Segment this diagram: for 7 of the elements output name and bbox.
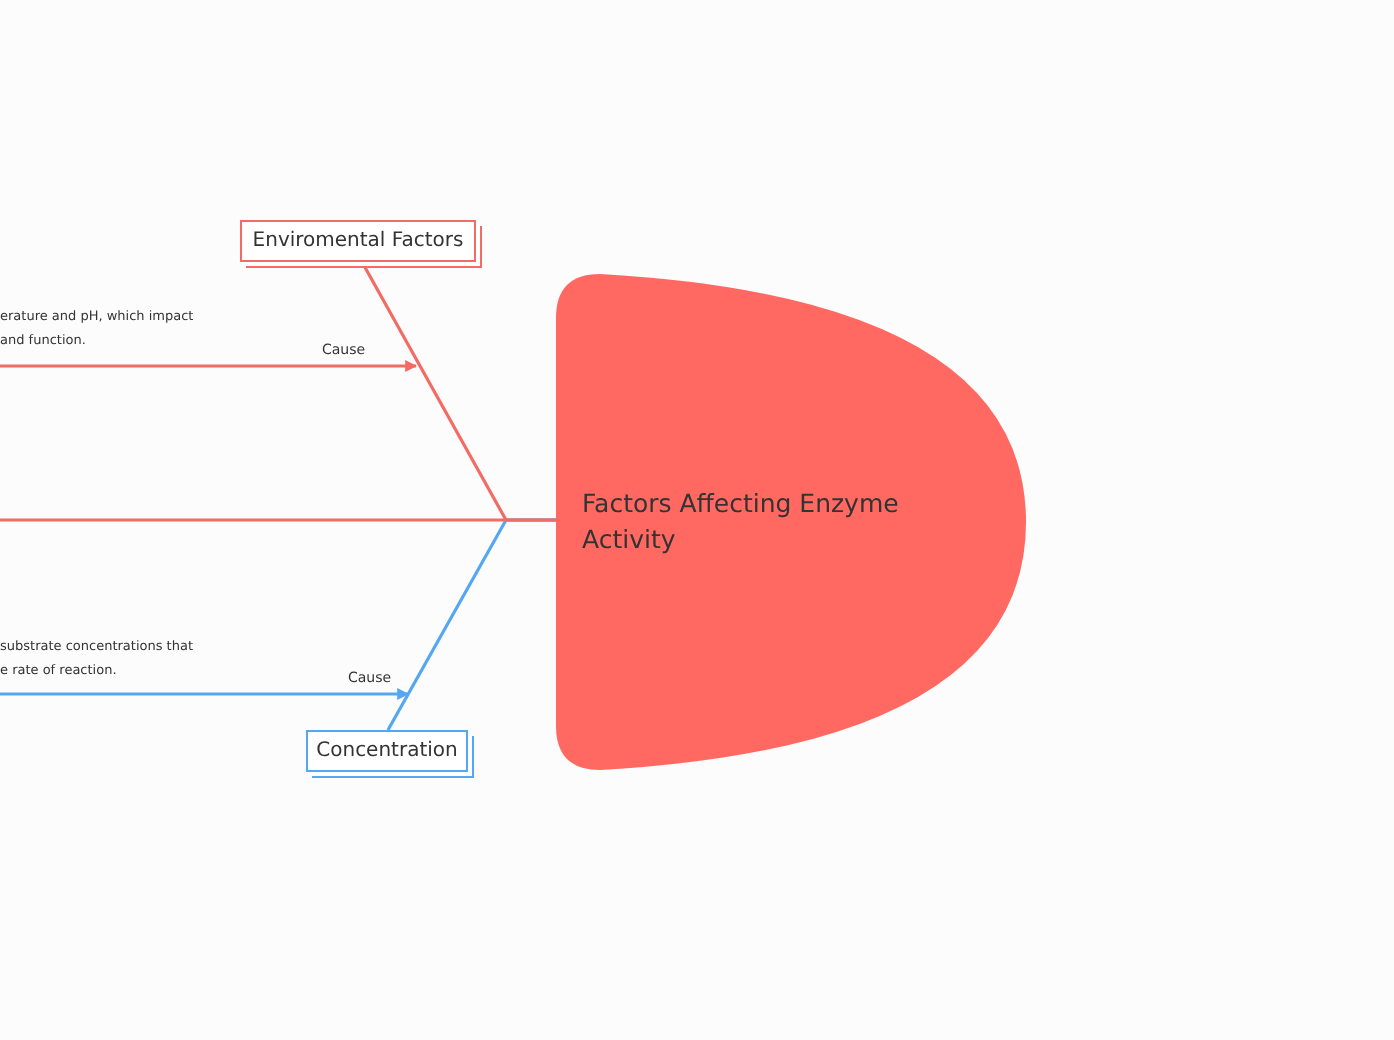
arrow bbox=[0, 360, 418, 372]
spine-line bbox=[0, 518, 556, 522]
fish-head-shape bbox=[556, 274, 1028, 770]
head-label: Factors Affecting Enzyme Activity bbox=[582, 486, 901, 558]
category-box: Enviromental Factors bbox=[240, 220, 476, 262]
category-box: Concentration bbox=[306, 730, 468, 772]
arrow bbox=[0, 688, 410, 700]
